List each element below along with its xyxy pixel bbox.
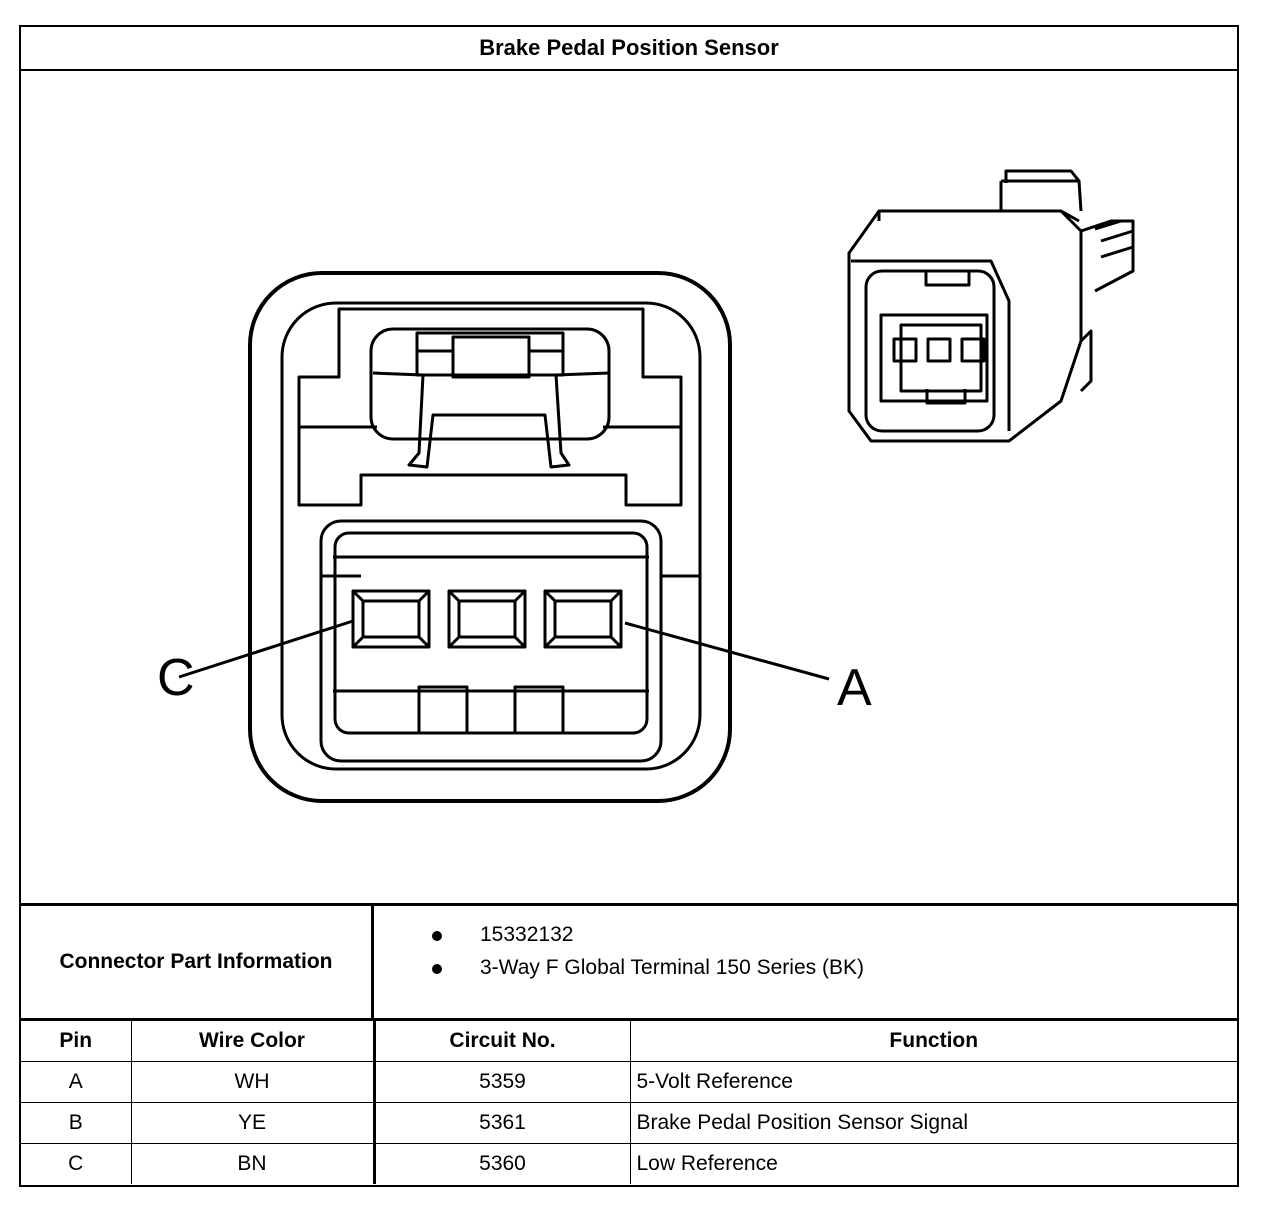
connector-face-svg: C A: [157, 169, 1135, 803]
connector-info-label: Connector Part Information: [21, 906, 374, 1018]
leader-line-a: [624, 621, 830, 681]
table-row: A WH 5359 5-Volt Reference: [21, 1061, 1237, 1103]
header-pin: Pin: [21, 1021, 132, 1062]
pinout-table: Pin Wire Color Circuit No. Function A WH…: [21, 1021, 1237, 1184]
connector-info-list: 15332132 3-Way F Global Terminal 150 Ser…: [374, 906, 1237, 1018]
cell-wire-color: YE: [130, 1102, 376, 1144]
terminal-b: [447, 589, 527, 649]
cell-function: Low Reference: [629, 1143, 1237, 1184]
connector-face-view: [178, 271, 830, 803]
terminal-c: [351, 589, 431, 649]
bullet-icon: [432, 964, 442, 974]
document-frame: Brake Pedal Position Sensor: [19, 25, 1239, 1187]
pin-label-c: C: [157, 649, 195, 707]
header-wire-color: Wire Color: [130, 1021, 376, 1062]
cell-function: Brake Pedal Position Sensor Signal: [629, 1102, 1237, 1144]
cell-pin: C: [21, 1143, 132, 1184]
cell-function: 5-Volt Reference: [629, 1061, 1237, 1103]
cell-wire-color: BN: [130, 1143, 376, 1184]
cell-circuit: 5361: [373, 1102, 631, 1144]
pin-label-a: A: [837, 659, 872, 717]
header-circuit: Circuit No.: [373, 1021, 631, 1062]
table-header-row: Pin Wire Color Circuit No. Function: [21, 1021, 1237, 1062]
leader-line-c: [178, 619, 354, 679]
cell-pin: A: [21, 1061, 132, 1103]
connector-iso-view: [847, 169, 1135, 443]
header-function: Function: [629, 1021, 1237, 1062]
table-row: B YE 5361 Brake Pedal Position Sensor Si…: [21, 1102, 1237, 1144]
bullet-icon: [432, 931, 442, 941]
connector-part-info: Connector Part Information 15332132 3-Wa…: [21, 903, 1237, 1021]
connector-drawing: C A: [21, 71, 1237, 903]
page-title: Brake Pedal Position Sensor: [21, 27, 1237, 71]
cell-circuit: 5360: [373, 1143, 631, 1184]
cell-pin: B: [21, 1102, 132, 1144]
cell-circuit: 5359: [373, 1061, 631, 1103]
terminal-a: [543, 589, 623, 649]
cell-wire-color: WH: [130, 1061, 376, 1103]
table-row: C BN 5360 Low Reference: [21, 1143, 1237, 1184]
